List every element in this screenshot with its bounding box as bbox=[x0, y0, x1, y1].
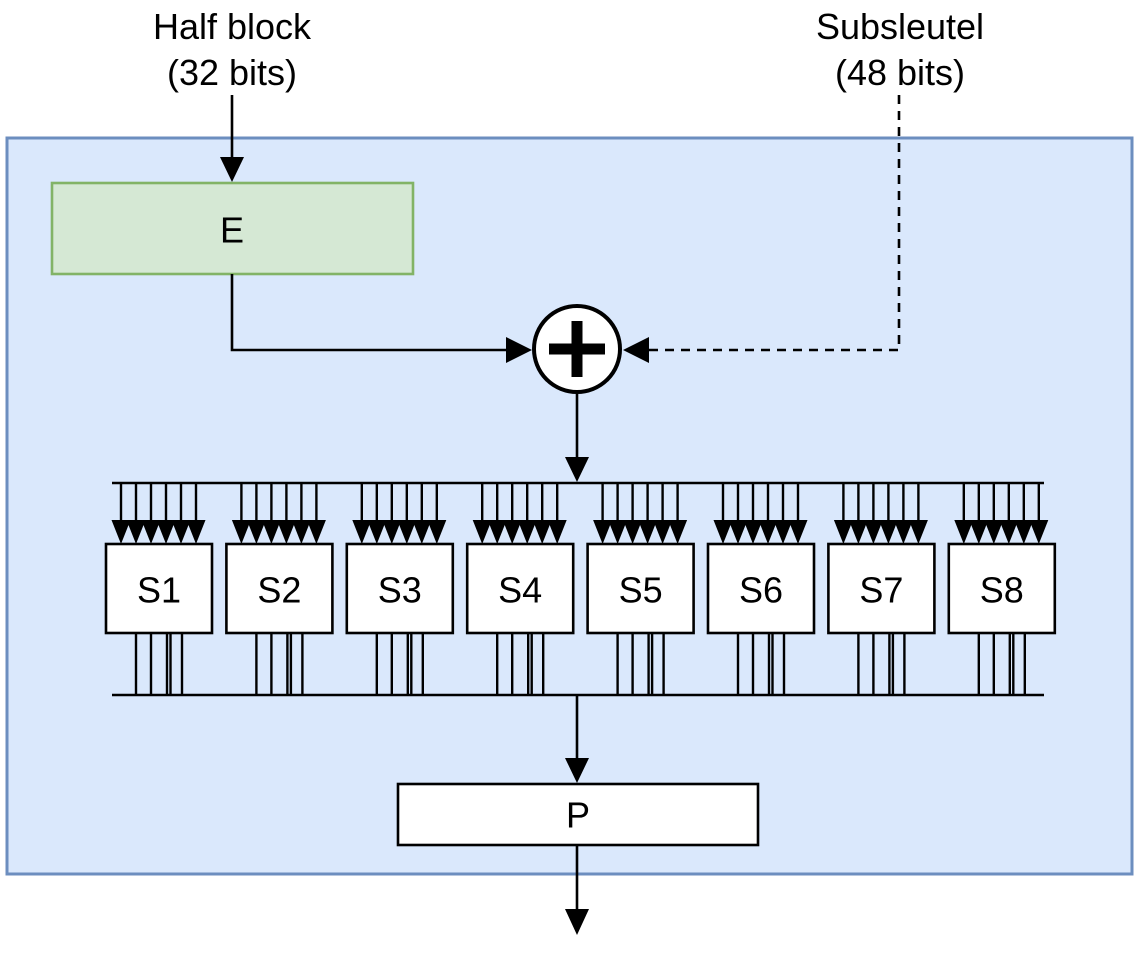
sbox-s3: S3 bbox=[345, 481, 455, 697]
output-arrow bbox=[565, 845, 589, 935]
halfblock-arrow bbox=[220, 95, 244, 182]
subkey-dashed-arrow bbox=[623, 95, 901, 363]
subkey-label-line2: (48 bits) bbox=[835, 52, 965, 93]
input-label-line1: Half block bbox=[153, 6, 312, 47]
sbox-s8-label: S8 bbox=[980, 570, 1024, 611]
input-label-line2: (32 bits) bbox=[167, 52, 297, 93]
sbox-s2: S2 bbox=[225, 481, 334, 697]
sbox-s7: S7 bbox=[827, 481, 936, 697]
sbox-s2-label: S2 bbox=[257, 570, 301, 611]
sbox-s5: S5 bbox=[586, 481, 695, 697]
permutation-box: P bbox=[396, 782, 760, 847]
expansion-box-label: E bbox=[220, 210, 244, 251]
bus-to-p-arrow bbox=[565, 695, 589, 783]
sbox-s4: S4 bbox=[465, 481, 575, 697]
sbox-s1-label: S1 bbox=[137, 570, 181, 611]
expansion-box: E bbox=[50, 181, 415, 276]
sbox-s6: S6 bbox=[706, 481, 816, 697]
permutation-box-label: P bbox=[566, 795, 590, 836]
xor-to-bus-arrow bbox=[565, 394, 589, 482]
sbox-s4-label: S4 bbox=[498, 570, 542, 611]
subkey-label-line1: Subsleutel bbox=[816, 6, 984, 47]
sbox-s7-label: S7 bbox=[859, 570, 903, 611]
sbox-s6-label: S6 bbox=[739, 570, 783, 611]
xor-node bbox=[532, 304, 622, 394]
sbox-s3-label: S3 bbox=[378, 570, 422, 611]
sbox-s8: S8 bbox=[947, 481, 1057, 697]
sbox-s5-label: S5 bbox=[619, 570, 663, 611]
sbox-s1: S1 bbox=[104, 481, 214, 697]
expansion-to-xor-arrow bbox=[230, 274, 532, 363]
